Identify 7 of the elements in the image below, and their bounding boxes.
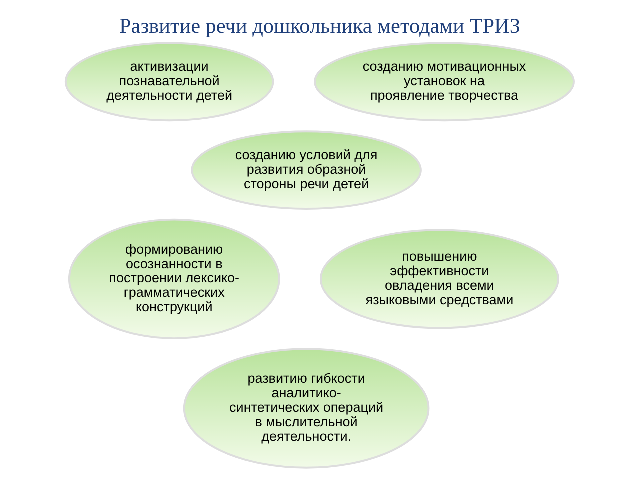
node-ellipse: созданию мотивационных установок на проявление творчества <box>314 42 575 122</box>
node-ellipse: созданию условий для развития образной стороны речи детей <box>191 130 422 210</box>
node-ellipse: формированию осознанности в построении лексико-грамматических конструкций <box>68 218 280 340</box>
node-ellipse: активизации познавательной деятельности детей <box>64 42 274 122</box>
diagram-title: Развитие речи дошкольника методами ТРИЗ <box>119 14 521 38</box>
node-ellipse: развитию гибкости аналитико-синтетических операций в мыслительной деятельности. <box>183 348 430 469</box>
node-ellipse: повышению эффективности овладения всеми языковыми средствами <box>320 229 560 330</box>
